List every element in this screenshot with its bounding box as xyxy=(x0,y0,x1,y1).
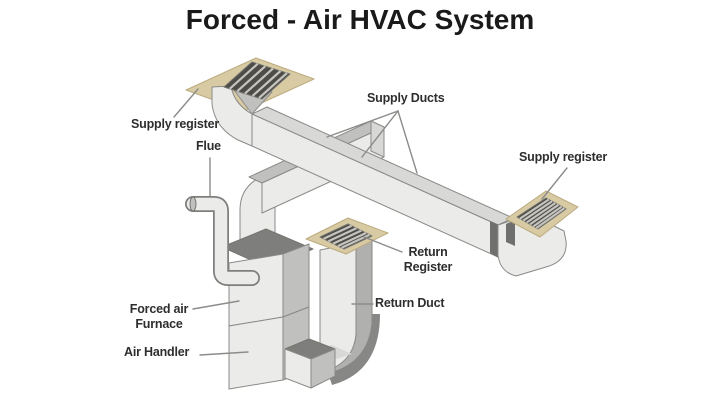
leader-furnace xyxy=(192,300,240,310)
label-flue: Flue xyxy=(196,139,221,153)
leader-supply-ducts-2 xyxy=(361,110,399,158)
flue-pipe xyxy=(185,196,260,286)
furnace-air-handler-unit xyxy=(221,228,314,390)
label-return-register-line1: Return xyxy=(408,245,448,259)
label-return-register: Return Register xyxy=(398,245,458,275)
label-furnace: Forced air Furnace xyxy=(126,302,192,332)
supply-register-right-boot xyxy=(497,220,567,277)
leader-lines xyxy=(173,88,568,356)
supply-register-left-boot xyxy=(211,85,253,147)
furnace-side-face xyxy=(282,243,310,318)
leader-supply-ducts-3 xyxy=(397,110,418,174)
return-connector-side xyxy=(310,348,336,389)
supply-register-right-assembly xyxy=(490,190,579,277)
diagram-title: Forced - Air HVAC System xyxy=(185,4,535,35)
label-return-register-line2: Register xyxy=(403,260,453,274)
return-duct-assembly xyxy=(284,217,389,389)
supply-register-left-grille-slats xyxy=(228,62,288,99)
leader-supply-register-right xyxy=(541,167,568,200)
flue-pipe-body xyxy=(186,197,259,285)
label-furnace-line1: Forced air xyxy=(129,302,189,316)
leader-supply-register-left xyxy=(173,88,199,118)
supply-register-left-assembly xyxy=(185,57,315,147)
furnace-front-face xyxy=(228,253,284,327)
label-furnace-line2: Furnace xyxy=(135,317,183,331)
leader-return-register xyxy=(363,236,403,253)
leader-air-handler xyxy=(199,351,249,356)
label-air-handler: Air Handler xyxy=(124,345,190,359)
return-duct-curve-shadow xyxy=(328,314,380,385)
leader-supply-ducts-1 xyxy=(326,110,399,138)
label-supply-register-right: Supply register xyxy=(519,150,607,164)
plenum-trunk-end-cap xyxy=(370,120,385,158)
supply-register-right-boot-shadow xyxy=(506,220,515,246)
label-return-duct: Return Duct xyxy=(375,296,445,310)
supply-register-right-grille-slats xyxy=(519,198,566,229)
label-supply-register-left: Supply register xyxy=(131,117,219,131)
flue-pipe-opening xyxy=(189,196,197,212)
label-supply-ducts: Supply Ducts xyxy=(367,91,445,105)
